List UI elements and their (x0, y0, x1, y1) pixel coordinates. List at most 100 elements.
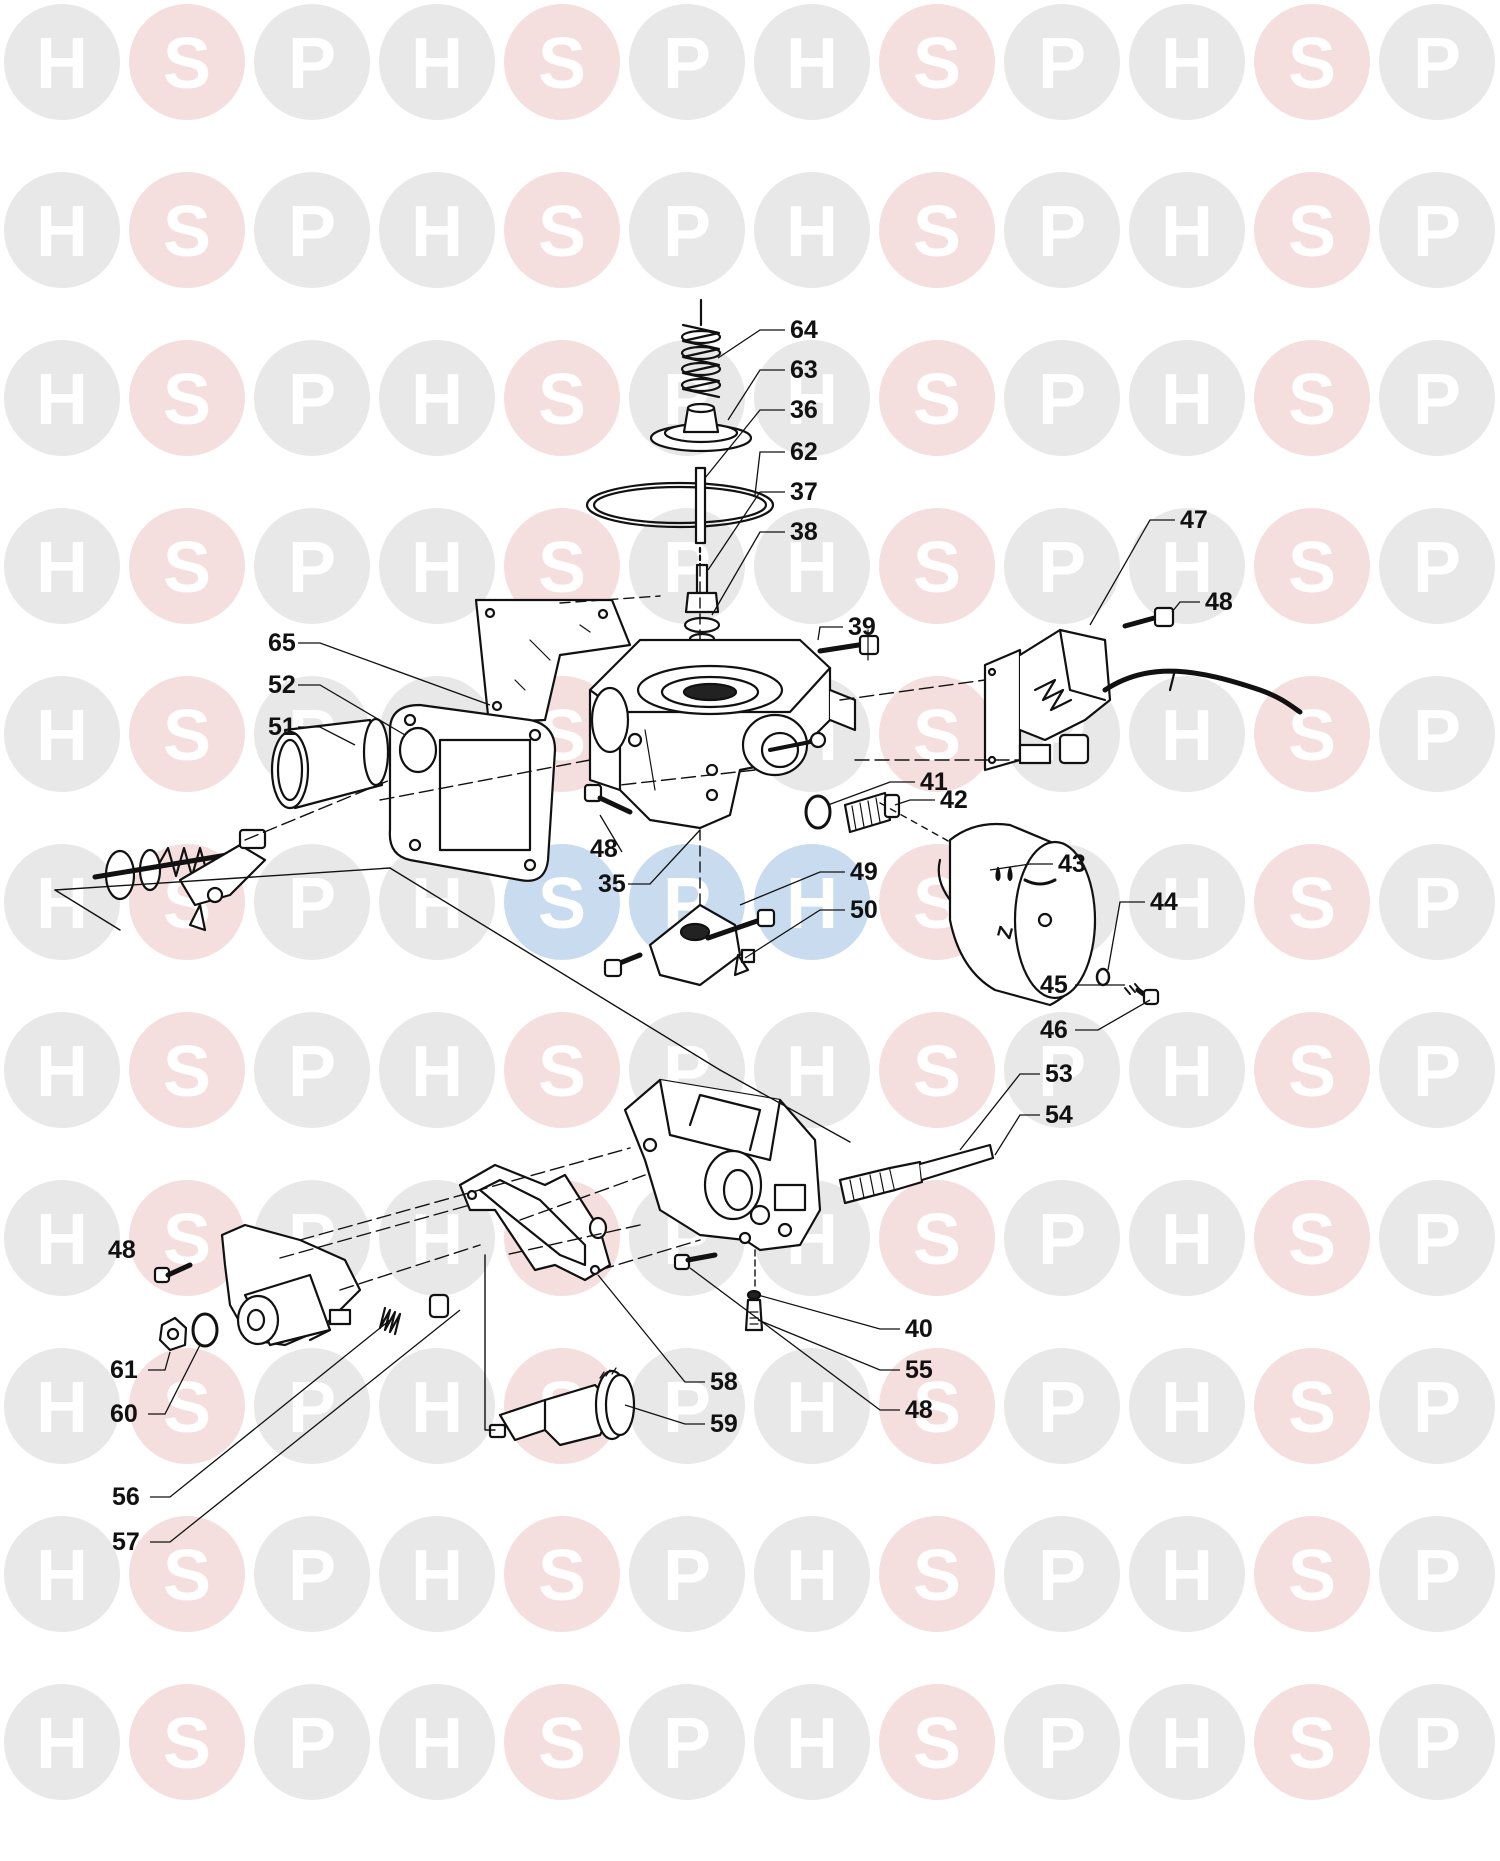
watermark-circle (879, 676, 995, 792)
watermark-circle (379, 1012, 495, 1128)
watermark-circle (129, 340, 245, 456)
watermark-circle (1254, 1348, 1370, 1464)
watermark-letter: P (288, 864, 336, 944)
watermark-letter: P (1413, 864, 1461, 944)
watermark-circle (129, 172, 245, 288)
watermark-circle (754, 844, 870, 960)
watermark-letter: P (1038, 24, 1086, 104)
watermark-letter: P (1413, 1032, 1461, 1112)
watermark-letter: S (163, 696, 211, 776)
leader-line-44 (1107, 901, 1145, 971)
watermark-letter: H (411, 528, 463, 608)
watermark-circle (4, 172, 120, 288)
part-label-48-screw: 48 (590, 835, 618, 863)
leader-line-46 (1075, 999, 1151, 1031)
leader-line-41 (827, 781, 915, 806)
watermark-circle (1129, 1516, 1245, 1632)
watermark-letter: H (1161, 1536, 1213, 1616)
leader-line-60 (148, 1344, 201, 1415)
watermark-circle (1004, 508, 1120, 624)
watermark-circle (254, 1012, 370, 1128)
watermark-letter: S (1288, 192, 1336, 272)
part-label-52-gasket: 52 (268, 671, 296, 699)
part-label-36-pin: 36 (790, 396, 818, 424)
washer-44-drawing (1095, 967, 1111, 987)
svg-text:Z: Z (994, 924, 1018, 941)
screw-45-46-drawing (1124, 983, 1160, 1006)
watermark-letter: P (1413, 1704, 1461, 1784)
watermark-letter: H (411, 1704, 463, 1784)
part-label-38-washer: 38 (790, 518, 818, 546)
leader-line-63 (727, 369, 785, 421)
screw-39-drawing (817, 629, 880, 661)
watermark-circle (254, 508, 370, 624)
watermark-circle (1379, 4, 1495, 120)
watermark-letter: S (163, 1368, 211, 1448)
leader-line-40 (757, 1294, 900, 1330)
watermark-letter: P (1413, 1536, 1461, 1616)
watermark-circle (1379, 1180, 1495, 1296)
watermark-letter: P (288, 1032, 336, 1112)
watermark-circle (504, 508, 620, 624)
screw-48-bottom-right-drawing (673, 1252, 718, 1271)
watermark-circle (629, 1348, 745, 1464)
watermark-circle (754, 1348, 870, 1464)
watermark-circle (4, 1516, 120, 1632)
watermark-circle (379, 844, 495, 960)
watermark-circle (504, 340, 620, 456)
part-label-47-microswitch: 47 (1180, 506, 1208, 534)
watermark-letter: S (538, 1704, 586, 1784)
watermark-letter: S (913, 1200, 961, 1280)
part-label-41-o-ring: 41 (920, 768, 948, 796)
watermark-letter: P (288, 1368, 336, 1448)
watermark-circle (504, 4, 620, 120)
watermark-circle (254, 1348, 370, 1464)
nipple-42-drawing (843, 791, 901, 834)
watermark-letter: H (1161, 864, 1213, 944)
part-label-50-clamp: 50 (850, 896, 878, 924)
leader-line-58 (597, 1274, 705, 1383)
watermark-circle (1379, 1348, 1495, 1464)
watermark-letter: P (288, 24, 336, 104)
watermark-letter: H (411, 24, 463, 104)
watermark-circle (379, 1516, 495, 1632)
watermark-letter: S (538, 864, 586, 944)
watermark-letter: H (1161, 1200, 1213, 1280)
watermark-letter: S (913, 360, 961, 440)
leader-line-64 (717, 329, 785, 359)
watermark-letter: S (163, 1704, 211, 1784)
watermark-letter: S (1288, 864, 1336, 944)
watermark-letter: P (288, 192, 336, 272)
watermark-circle (1254, 172, 1370, 288)
watermark-letter: S (1288, 528, 1336, 608)
watermark-letter: S (1288, 1536, 1336, 1616)
watermark-letter: P (663, 192, 711, 272)
o-ring-41-drawing (804, 794, 832, 830)
watermark-circle (1004, 172, 1120, 288)
watermark-circle (379, 4, 495, 120)
watermark-letter: P (1038, 528, 1086, 608)
part-label-55-nipple: 55 (905, 1356, 933, 1384)
watermark-circle (1379, 676, 1495, 792)
watermark-circle (4, 508, 120, 624)
filter-51-drawing (270, 717, 390, 810)
part-label-60-washer: 60 (110, 1400, 138, 1428)
watermark-letter: H (36, 864, 88, 944)
watermark-circle (4, 1348, 120, 1464)
watermark-letter: H (786, 1032, 838, 1112)
watermark-letter: S (163, 528, 211, 608)
part-label-64-spring: 64 (790, 316, 818, 344)
watermark-circle (879, 1012, 995, 1128)
watermark-letter: H (1161, 1368, 1213, 1448)
part-label-48-screw: 48 (1205, 588, 1233, 616)
watermark-circle (1379, 340, 1495, 456)
part-label-59-solenoid: 59 (710, 1410, 738, 1438)
watermark-circle (1004, 1684, 1120, 1800)
part-label-61-nut: 61 (110, 1356, 138, 1384)
watermark-circle (1129, 340, 1245, 456)
regulator-assembly-drawing (220, 1223, 450, 1347)
leader-line-48 (1171, 601, 1200, 613)
leader-line-50 (744, 909, 845, 959)
watermark-letter: S (913, 1536, 961, 1616)
